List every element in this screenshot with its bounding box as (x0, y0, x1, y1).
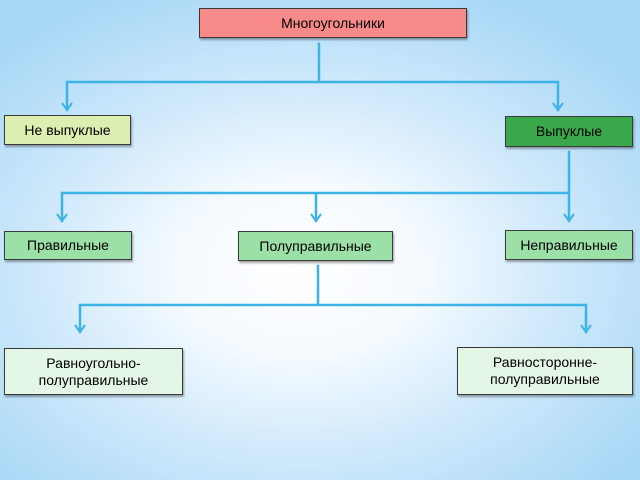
node-semiregular: Полуправильные (238, 231, 393, 261)
node-irregular: Неправильные (505, 230, 633, 260)
arrowhead (61, 102, 73, 111)
arrowhead (563, 213, 575, 222)
node-label: Не выпуклые (24, 121, 111, 138)
node-label: Многоугольники (281, 14, 385, 31)
node-polygons: Многоугольники (199, 8, 467, 38)
node-equilateral-semiregular: Равносторонне-полуправильные (457, 347, 633, 395)
arrowhead (74, 324, 86, 333)
connector-semiregular (78, 264, 588, 334)
node-regular: Правильные (4, 231, 132, 260)
arrowhead (56, 213, 68, 222)
node-convex: Выпуклые (505, 116, 633, 147)
node-label: Равносторонне-полуправильные (490, 354, 600, 387)
arrowhead (552, 102, 564, 111)
connector-root (65, 42, 560, 112)
connector-convex (60, 150, 571, 223)
node-label: Выпуклые (535, 123, 603, 139)
node-non-convex: Не выпуклые (4, 115, 131, 145)
arrowhead (310, 213, 322, 222)
node-label: Полуправильные (259, 237, 372, 254)
node-label: Неправильные (520, 236, 618, 253)
node-label: Равноугольно-полуправильные (38, 354, 149, 388)
node-equiangular-semiregular: Равноугольно-полуправильные (4, 348, 183, 395)
arrowhead (580, 324, 592, 333)
node-label: Правильные (27, 237, 109, 253)
